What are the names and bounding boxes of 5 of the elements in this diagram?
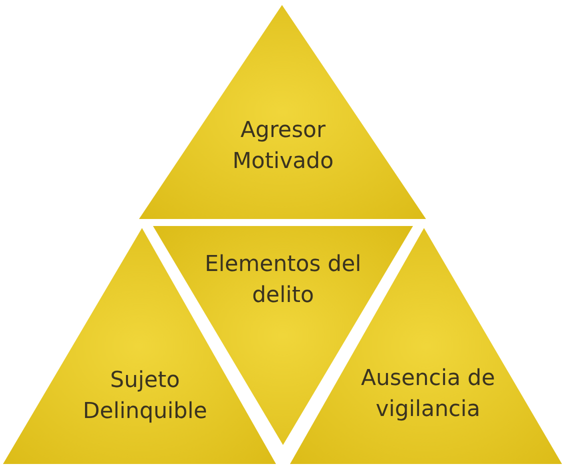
section-label: Agresor Motivado bbox=[231, 117, 335, 176]
section-label: Sujeto Delinquible bbox=[82, 367, 208, 426]
section-label: Ausencia de vigilancia bbox=[360, 365, 496, 424]
section-label: Elementos del delito bbox=[204, 251, 362, 310]
triangle-section bbox=[139, 5, 426, 219]
